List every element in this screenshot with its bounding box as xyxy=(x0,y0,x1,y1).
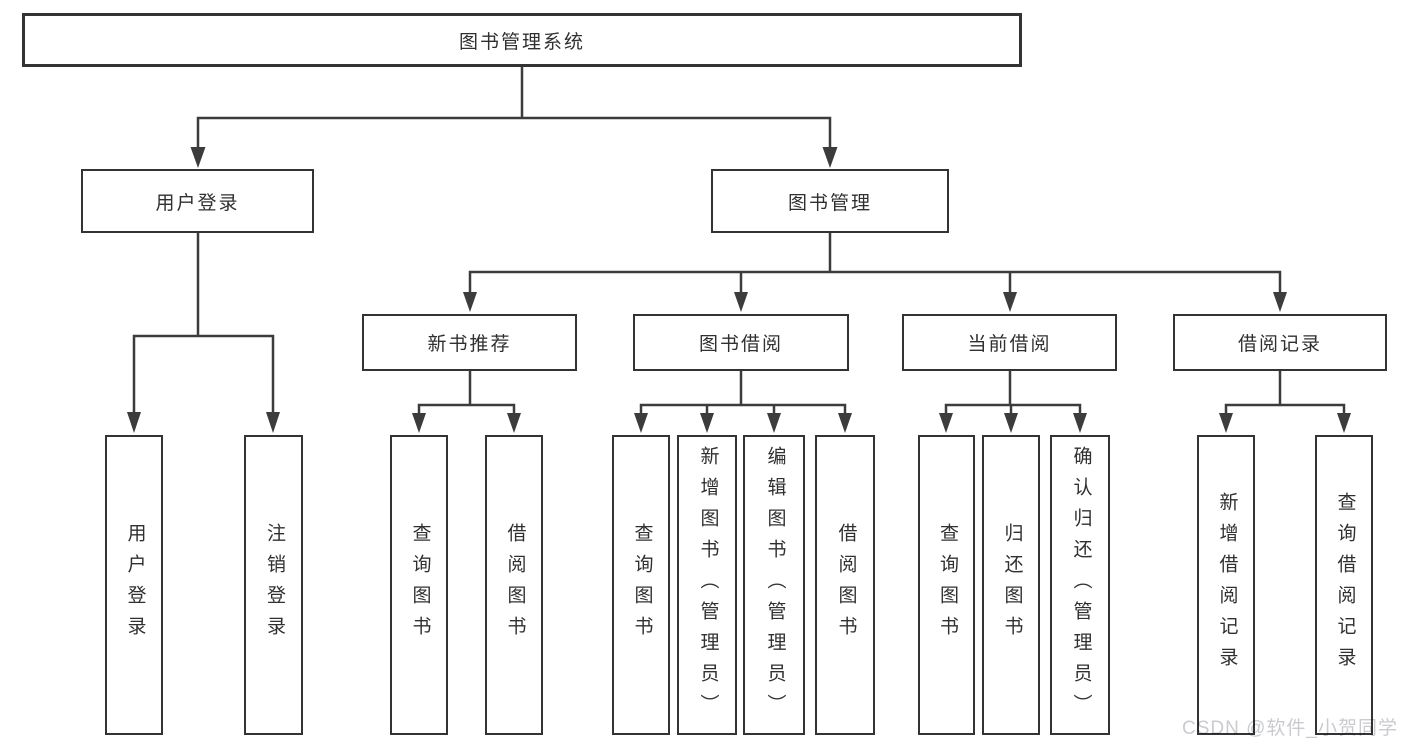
leaf-add-book-admin: 新增图书（管理员） xyxy=(677,435,737,735)
leaf-edit-book-admin: 编辑图书（管理员） xyxy=(743,435,805,735)
node-current-borrow: 当前借阅 xyxy=(902,314,1117,371)
leaf-borrow-books: 借阅图书 xyxy=(815,435,875,735)
leaf-confirm-return-admin: 确认归还（管理员） xyxy=(1050,435,1110,735)
node-borrow-records: 借阅记录 xyxy=(1173,314,1387,371)
leaf-add-borrow-record: 新增借阅记录 xyxy=(1197,435,1255,735)
leaf-user-login: 用户登录 xyxy=(105,435,163,735)
node-library-system: 图书管理系统 xyxy=(22,13,1022,67)
leaf-borrow-books-recommend: 借阅图书 xyxy=(485,435,543,735)
leaf-query-books-current: 查询图书 xyxy=(918,435,975,735)
leaf-logout: 注销登录 xyxy=(244,435,303,735)
node-new-book-recommend: 新书推荐 xyxy=(362,314,577,371)
leaf-query-books-recommend: 查询图书 xyxy=(390,435,448,735)
csdn-watermark: CSDN @软件_小贺同学 xyxy=(1182,718,1398,739)
node-book-management: 图书管理 xyxy=(711,169,949,233)
leaf-query-borrow-record: 查询借阅记录 xyxy=(1315,435,1373,735)
node-user-login-branch: 用户登录 xyxy=(81,169,314,233)
leaf-return-book: 归还图书 xyxy=(982,435,1040,735)
node-book-borrow: 图书借阅 xyxy=(633,314,849,371)
leaf-query-books-borrow: 查询图书 xyxy=(612,435,670,735)
